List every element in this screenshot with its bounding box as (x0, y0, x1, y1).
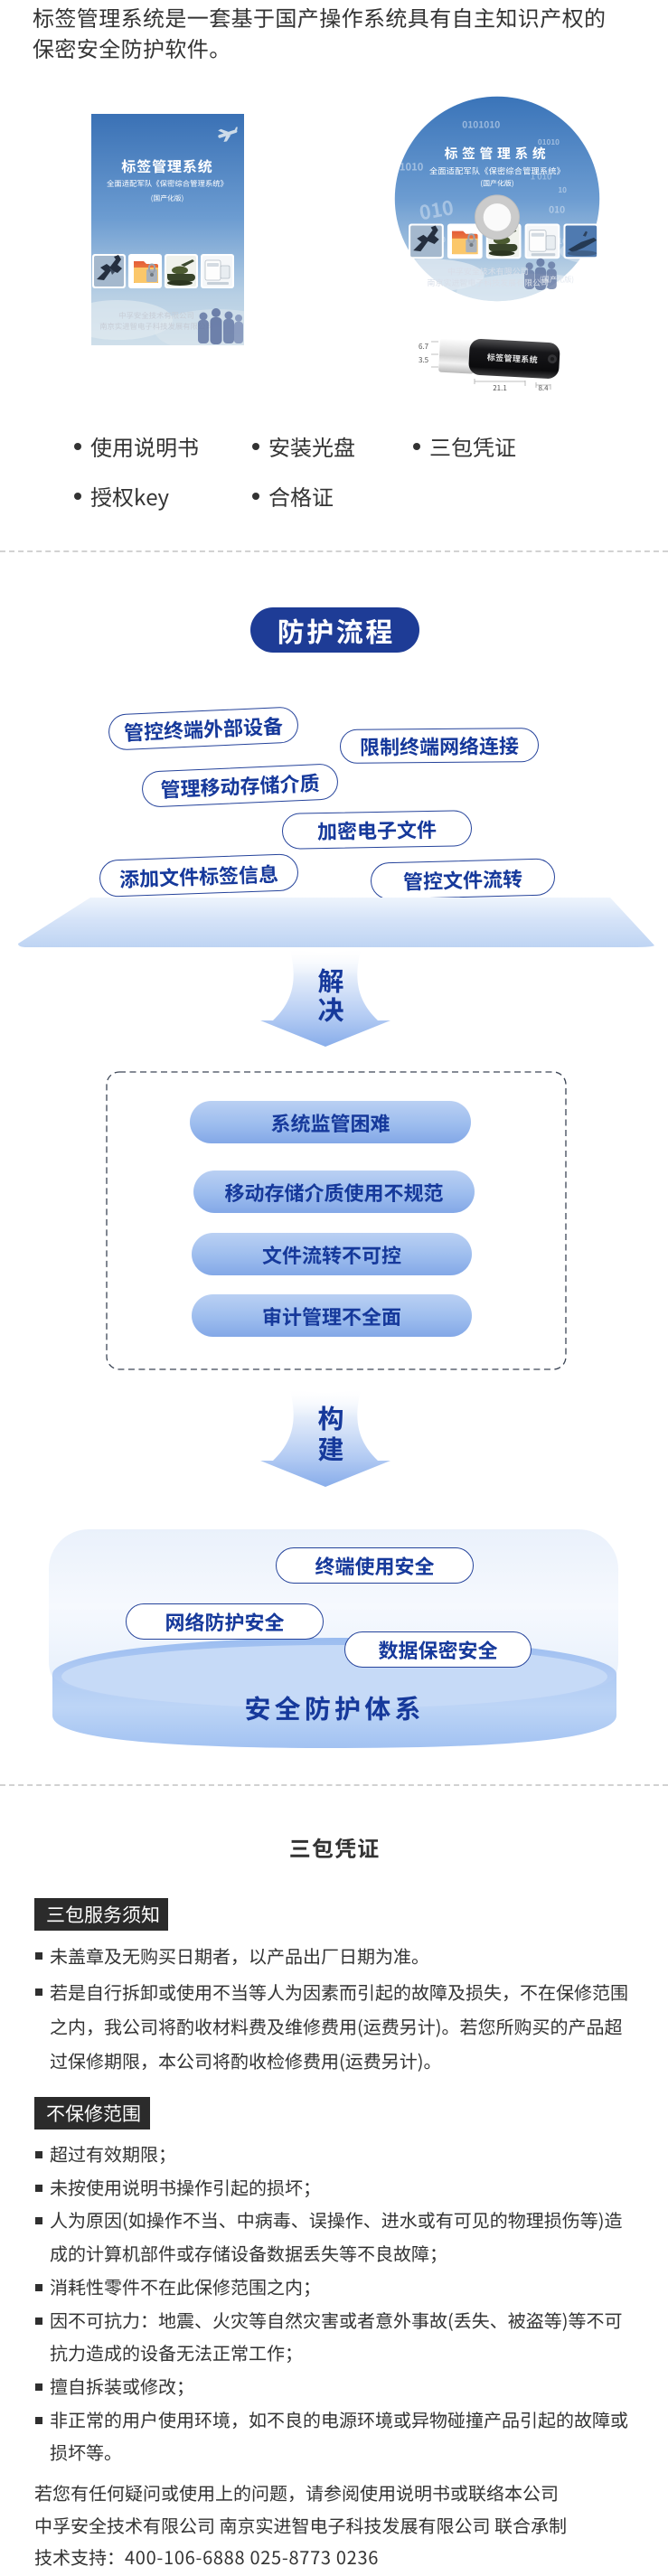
svg-text:1 010: 1 010 (531, 170, 552, 183)
svg-text:01010: 01010 (538, 137, 560, 147)
svg-text:标签管理系统: 标签管理系统 (445, 144, 550, 163)
svg-text:全面适配军队《保密综合管理系统》: 全面适配军队《保密综合管理系统》 (107, 178, 228, 189)
svg-text:中孚安全技术有限公司: 中孚安全技术有限公司 (447, 266, 529, 277)
svg-text:南京实进智电子科技发展有限公司: 南京实进智电子科技发展有限公司 (428, 277, 550, 288)
svg-text:(国产化版): (国产化版) (151, 193, 183, 203)
svg-text:标签管理系统: 标签管理系统 (486, 351, 538, 365)
svg-text:8.4: 8.4 (538, 383, 549, 393)
svg-text:010: 010 (417, 193, 456, 226)
svg-text:6.7: 6.7 (419, 342, 429, 352)
svg-text:全面适配军队《保密综合管理系统》: 全面适配军队《保密综合管理系统》 (429, 164, 565, 176)
svg-text:标签管理系统: 标签管理系统 (121, 155, 212, 176)
svg-text:10: 10 (558, 185, 567, 195)
svg-text:1010: 1010 (400, 159, 424, 174)
svg-text:中孚安全技术有限公司: 中孚安全技术有限公司 (118, 310, 194, 321)
svg-text:21.1: 21.1 (493, 383, 507, 393)
svg-text:3.5: 3.5 (419, 355, 428, 365)
svg-text:(国产化版): (国产化版) (480, 179, 513, 189)
svg-text:(国产化版): (国产化版) (540, 275, 574, 285)
svg-text:南京实进智电子科技发展有限公司: 南京实进智电子科技发展有限公司 (99, 321, 213, 332)
svg-text:0101010: 0101010 (462, 117, 500, 130)
svg-text:010: 010 (549, 202, 565, 215)
